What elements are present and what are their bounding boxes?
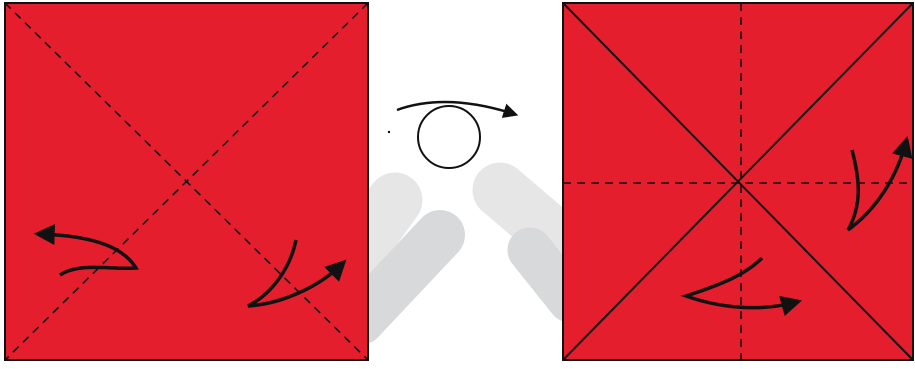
- fold-arrow-bottom: [680, 256, 803, 317]
- turn-over-circle: [417, 105, 481, 169]
- fold-arrow-right: [247, 239, 347, 308]
- bg-bar-3: [472, 162, 598, 278]
- bg-bar-2: [335, 210, 465, 345]
- turn-over-icon: [387, 100, 519, 169]
- diagonal-crease-line-2: [562, 2, 914, 361]
- fold-arrow-up-right: [846, 135, 913, 232]
- step1-panel: [4, 2, 369, 361]
- step2-panel: [562, 2, 914, 361]
- diagonal-fold-line-2: [4, 2, 369, 361]
- dot-mark: [387, 130, 391, 134]
- turn-over-arrow: [396, 100, 519, 118]
- fold-arrow-left: [33, 223, 139, 277]
